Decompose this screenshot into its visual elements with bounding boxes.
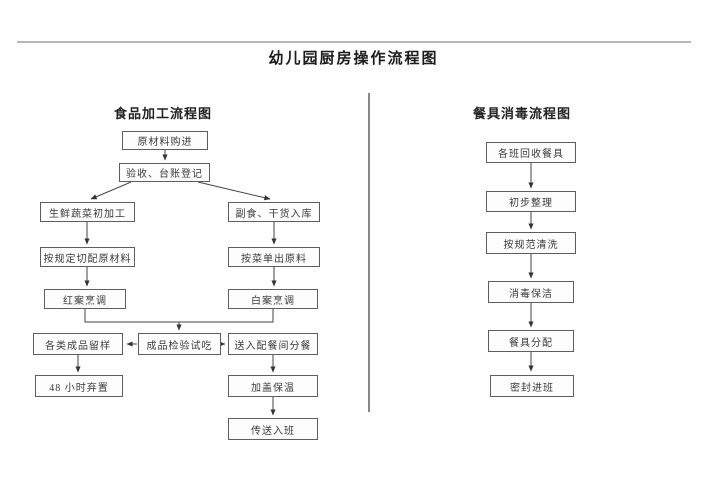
node-acceptance-ledger: 验收、台账登记	[119, 163, 210, 182]
node-inspection-tasting: 成品检验试吃	[138, 333, 221, 355]
node-white-case-cooking: 白案烹调	[228, 289, 318, 309]
node-serving-room: 送入配餐间分餐	[228, 333, 318, 355]
node-standard-wash: 按规范清洗	[486, 232, 576, 254]
node-fresh-vegetable-processing: 生鲜蔬菜初加工	[40, 202, 135, 222]
node-raw-material-purchase: 原材料购进	[122, 131, 208, 150]
node-disinfect-clean: 消毒保洁	[488, 281, 574, 303]
right-section-header: 餐具消毒流程图	[472, 106, 571, 121]
node-cutting-per-rules: 按规定切配原材料	[40, 247, 135, 267]
node-keep-samples: 各类成品留样	[33, 333, 123, 355]
node-tableware-distribute: 餐具分配	[488, 330, 574, 352]
node-dry-goods-storage: 副食、干货入库	[228, 202, 320, 222]
node-48h-discard: 48 小时弃置	[35, 375, 123, 397]
node-collect-tableware: 各班回收餐具	[486, 142, 576, 163]
arrow-lines	[75, 150, 534, 416]
node-deliver-to-class: 传送入班	[228, 418, 318, 440]
node-issue-by-menu: 按菜单出原料	[228, 247, 320, 267]
page-title: 幼儿园厨房操作流程图	[268, 51, 439, 67]
node-sealed-to-class: 密封进班	[490, 375, 574, 397]
node-cover-keep-warm: 加盖保温	[228, 375, 318, 397]
node-initial-tidy: 初步整理	[486, 191, 576, 212]
node-red-case-cooking: 红案烹调	[44, 289, 126, 309]
left-section-header: 食品加工流程图	[113, 106, 212, 121]
